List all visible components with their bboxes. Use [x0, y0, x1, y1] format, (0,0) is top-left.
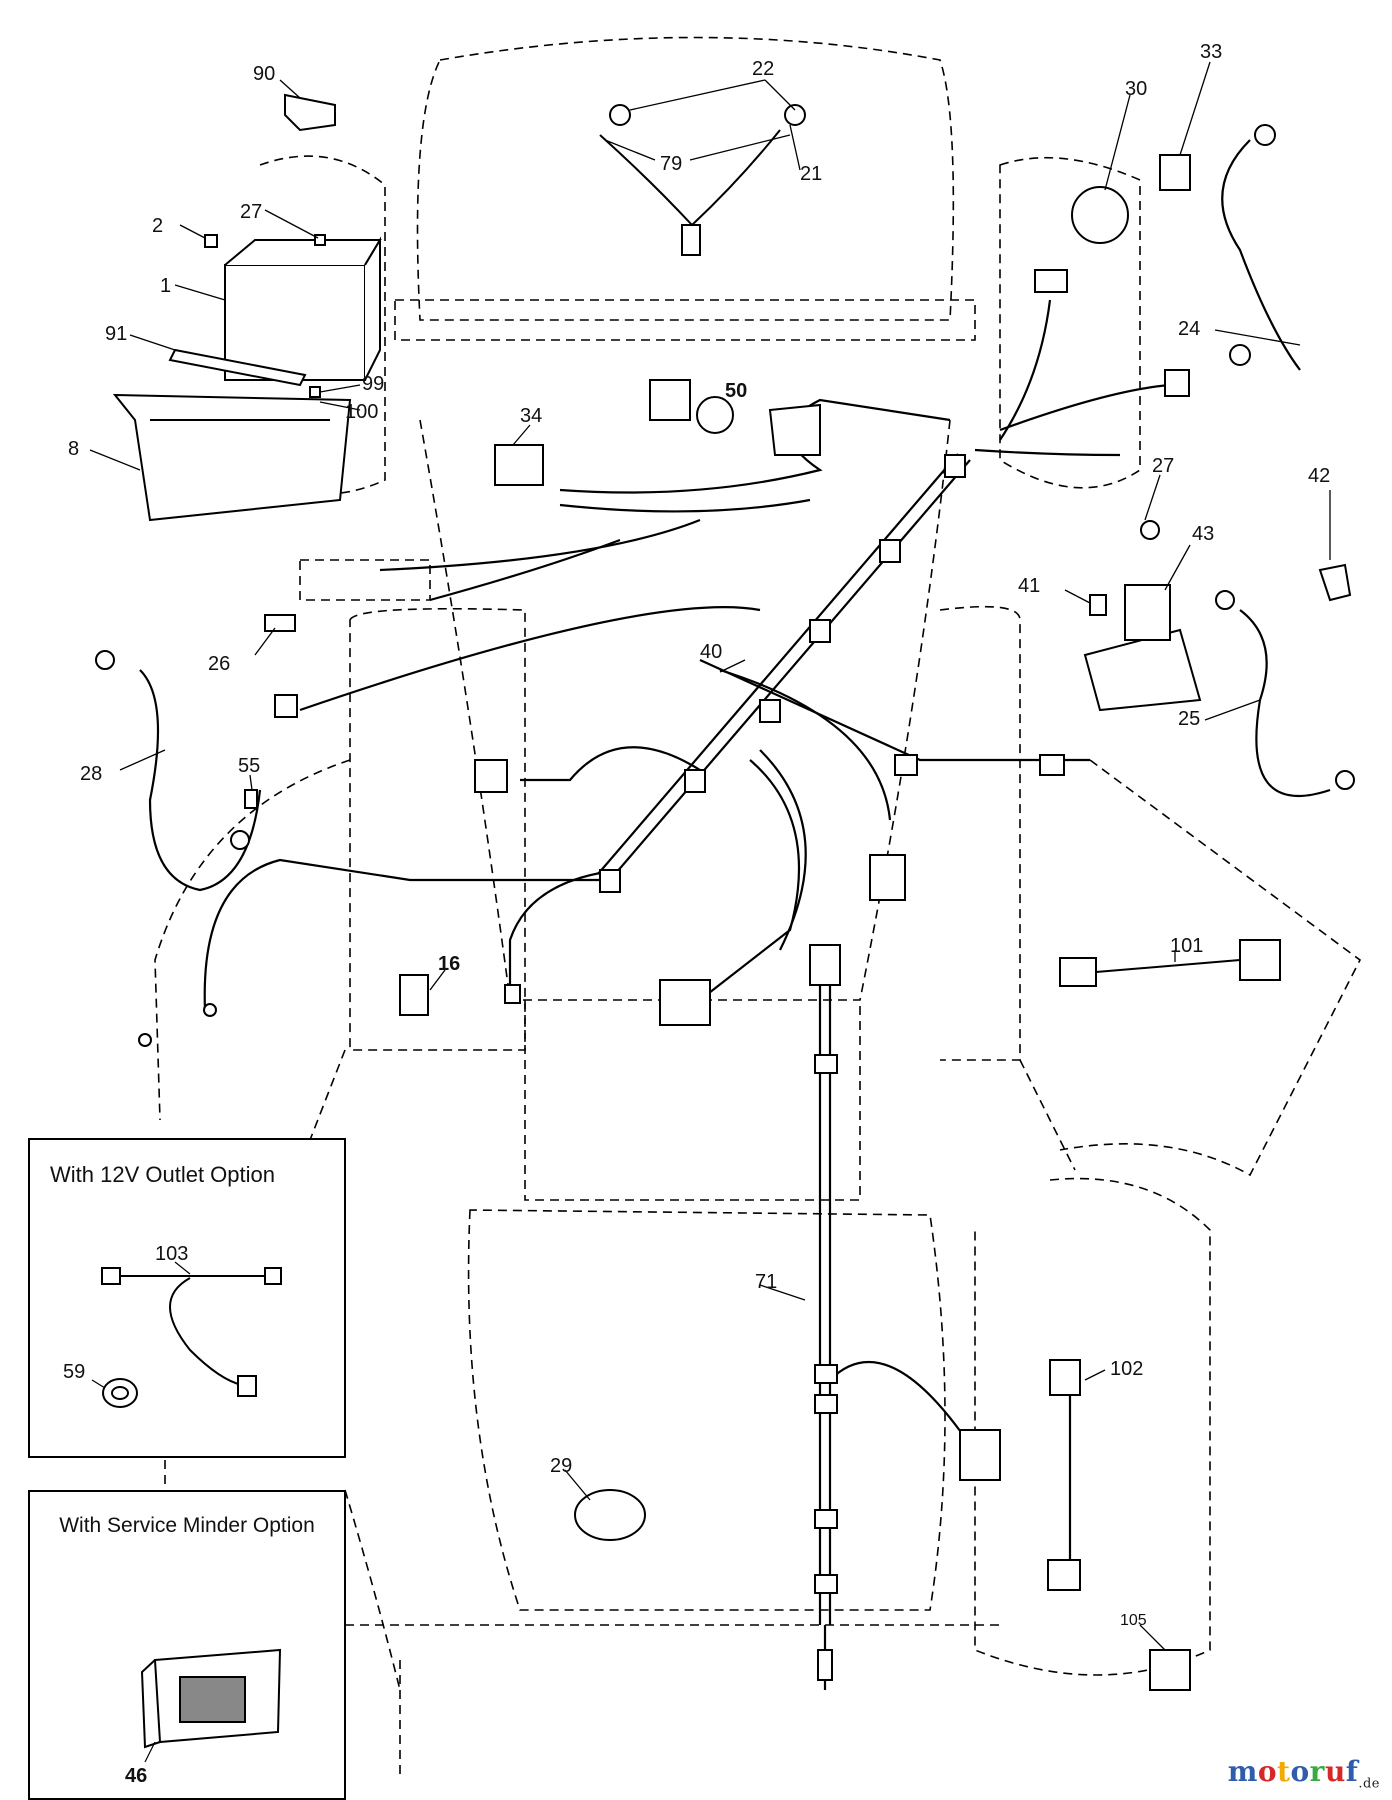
main-harness — [139, 139, 1331, 1690]
outlet-option-drawing: 103 59 — [63, 1243, 282, 1408]
callout-27: 27 — [240, 201, 262, 223]
callout-16: 16 — [438, 953, 460, 975]
watermark-letter: o — [1257, 1755, 1278, 1789]
callout-29: 29 — [550, 1455, 572, 1477]
headlight-switch — [494, 444, 544, 486]
callout-1: 1 — [160, 275, 171, 297]
callout-102: 102 — [1110, 1358, 1143, 1380]
callout-24: 24 — [1178, 318, 1200, 340]
seat-switch — [399, 974, 429, 1016]
callout-33: 33 — [1200, 41, 1222, 63]
leader-lines — [89, 61, 1331, 1651]
callout-90: 90 — [253, 63, 275, 85]
callout-22: 22 — [752, 58, 774, 80]
watermark-letter: t — [1277, 1755, 1291, 1789]
light-connector — [681, 224, 701, 256]
callout-8: 8 — [68, 438, 79, 460]
outlet-option-title: With 12V Outlet Option — [50, 1162, 275, 1187]
callout-99: 99 — [362, 373, 384, 395]
callout-labels: 90 27 2 1 91 8 99 100 22 79 21 30 33 24 … — [68, 41, 1330, 1629]
terminal-boot — [1318, 563, 1352, 602]
callout-41: 41 — [1018, 575, 1040, 597]
solenoid — [1083, 628, 1202, 712]
outlet-option-panel: With 12V Outlet Option 103 59 — [28, 1138, 346, 1458]
callout-25: 25 — [1178, 708, 1200, 730]
watermark-logo: motoruf.de — [1228, 1755, 1380, 1792]
connector-101-right — [1239, 939, 1281, 981]
callout-59: 59 — [63, 1361, 85, 1383]
cable-end — [284, 93, 336, 132]
watermark-letter: o — [1290, 1755, 1310, 1789]
callout-91: 91 — [105, 323, 127, 345]
callout-30: 30 — [1125, 78, 1147, 100]
battery-box — [112, 393, 352, 522]
callout-103: 103 — [155, 1243, 188, 1265]
pto-switch — [649, 379, 691, 421]
headlight-right — [784, 104, 806, 126]
callout-34: 34 — [520, 405, 542, 427]
callout-105: 105 — [1120, 1612, 1147, 1629]
watermark-letter: f — [1345, 1755, 1359, 1789]
watermark-brand: motoruf — [1228, 1755, 1359, 1788]
minder-option-drawing: 46 — [125, 1648, 282, 1787]
frame-outlines — [154, 36, 1362, 1780]
minder-option-title: With Service Minder Option — [59, 1514, 315, 1537]
callout-42: 42 — [1308, 465, 1330, 487]
components — [95, 93, 1355, 1691]
minder-option-panel: With Service Minder Option 46 — [28, 1490, 346, 1800]
watermark-letter: r — [1309, 1755, 1325, 1789]
relay-105 — [1149, 1649, 1191, 1691]
grommet — [574, 1489, 646, 1541]
hold-down-strap — [168, 348, 307, 387]
callout-50: 50 — [725, 380, 747, 402]
callout-26: 26 — [208, 653, 230, 675]
connector-101-left — [1059, 957, 1097, 987]
watermark-letter: u — [1324, 1755, 1346, 1789]
watermark-suffix: .de — [1358, 1777, 1380, 1792]
callout-100: 100 — [345, 401, 378, 423]
callout-40: 40 — [700, 641, 722, 663]
ignition-switch — [1071, 186, 1129, 244]
callout-43: 43 — [1192, 523, 1214, 545]
watermark-letter: m — [1227, 1755, 1258, 1789]
callout-55: 55 — [238, 755, 260, 777]
fuse — [264, 614, 296, 632]
callout-28: 28 — [80, 763, 102, 785]
callout-21: 21 — [800, 163, 822, 185]
headlight-left — [609, 104, 631, 126]
callout-71: 71 — [755, 1271, 777, 1293]
key — [1159, 154, 1191, 191]
callout-27b: 27 — [1152, 455, 1174, 477]
callout-2: 2 — [152, 215, 163, 237]
callout-46: 46 — [125, 1765, 147, 1787]
callout-101: 101 — [1170, 935, 1203, 957]
connector-102 — [1049, 1359, 1081, 1396]
callout-79: 79 — [660, 153, 682, 175]
outlet-connector — [237, 1375, 257, 1397]
